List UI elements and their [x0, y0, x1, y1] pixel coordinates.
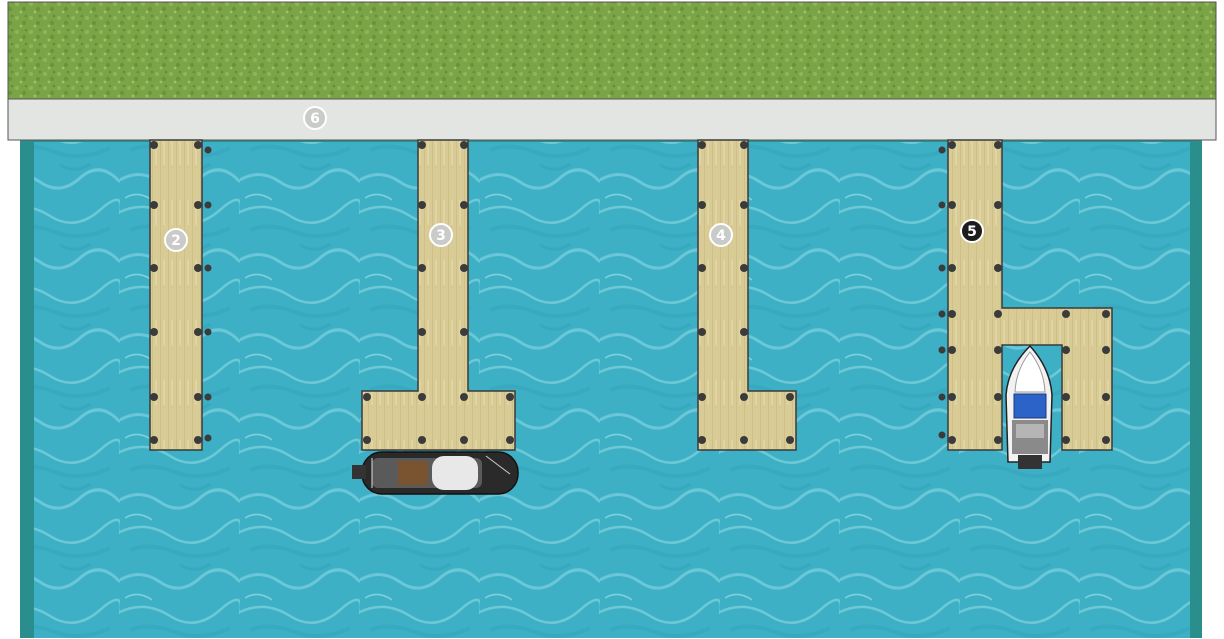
dock-2	[150, 140, 202, 450]
marker-dock-5-label: 5	[967, 224, 977, 240]
pontoon-boat	[352, 452, 518, 494]
grass-lawn	[8, 2, 1216, 99]
marker-dock-4: 4	[710, 224, 732, 246]
marker-shore-label: 6	[310, 111, 320, 127]
marker-shore: 6	[304, 107, 326, 129]
shore-walkway	[8, 99, 1216, 140]
marker-dock-2-label: 2	[171, 233, 181, 249]
marker-dock-5: 5	[961, 220, 983, 242]
marker-dock-4-label: 4	[716, 228, 726, 244]
marker-dock-3: 3	[430, 224, 452, 246]
marker-dock-2: 2	[165, 229, 187, 251]
marker-dock-3-label: 3	[436, 228, 446, 244]
